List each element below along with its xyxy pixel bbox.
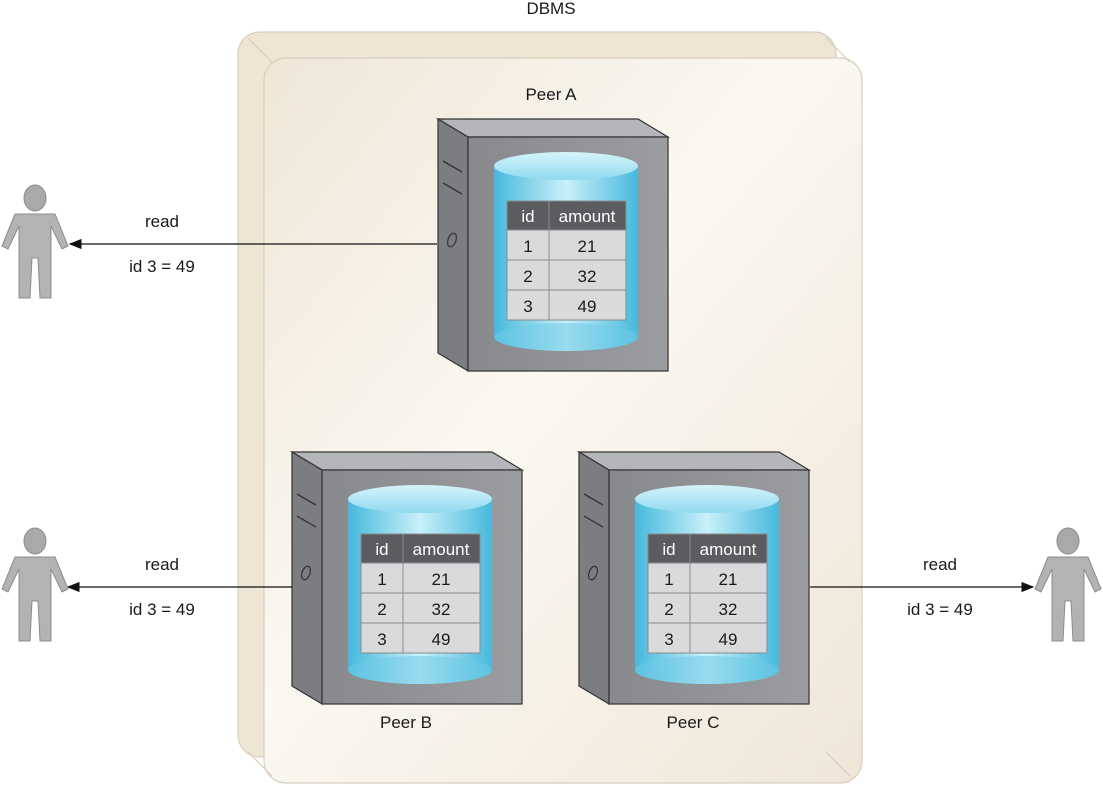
data-table: id amount 1 21 2 32 3 49 bbox=[360, 533, 481, 654]
read-label-c: read bbox=[923, 555, 957, 574]
table-cell: 3 bbox=[664, 630, 673, 649]
read-label-a: read bbox=[145, 212, 179, 231]
peer-a-label: Peer A bbox=[525, 85, 577, 104]
table-cell: 32 bbox=[578, 267, 597, 286]
table-cell: 49 bbox=[719, 630, 738, 649]
table-cell: 3 bbox=[523, 297, 532, 316]
table-header-id: id bbox=[375, 540, 388, 559]
table-header-amount: amount bbox=[700, 540, 757, 559]
table-cell: 2 bbox=[664, 600, 673, 619]
table-cell: 1 bbox=[664, 570, 673, 589]
table-cell: 21 bbox=[578, 237, 597, 256]
table-cell: 32 bbox=[432, 600, 451, 619]
peer-b-server: id amount 1 21 2 32 3 49 bbox=[289, 450, 525, 706]
table-cell: 21 bbox=[719, 570, 738, 589]
table-header-amount: amount bbox=[413, 540, 470, 559]
table-header-id: id bbox=[662, 540, 675, 559]
read-result-b: id 3 = 49 bbox=[129, 600, 195, 619]
user-icon bbox=[1034, 527, 1102, 642]
table-header-amount: amount bbox=[559, 207, 616, 226]
read-label-b: read bbox=[145, 555, 179, 574]
peer-c-label: Peer C bbox=[667, 713, 720, 732]
read-result-c: id 3 = 49 bbox=[907, 600, 973, 619]
peer-b-label: Peer B bbox=[380, 713, 432, 732]
dbms-title: DBMS bbox=[526, 0, 575, 18]
table-cell: 3 bbox=[377, 630, 386, 649]
read-result-a: id 3 = 49 bbox=[129, 257, 195, 276]
table-cell: 1 bbox=[377, 570, 386, 589]
table-cell: 49 bbox=[578, 297, 597, 316]
data-table: id amount 1 21 2 32 3 49 bbox=[506, 200, 627, 321]
table-cell: 2 bbox=[377, 600, 386, 619]
table-cell: 49 bbox=[432, 630, 451, 649]
table-cell: 21 bbox=[432, 570, 451, 589]
table-cell: 2 bbox=[523, 267, 532, 286]
peer-a-server: id amount 1 21 2 32 3 49 bbox=[435, 117, 671, 373]
table-cell: 32 bbox=[719, 600, 738, 619]
table-cell: 1 bbox=[523, 237, 532, 256]
peer-c-server: id amount 1 21 2 32 3 49 bbox=[576, 450, 812, 706]
user-icon bbox=[1, 184, 69, 299]
data-table: id amount 1 21 2 32 3 49 bbox=[647, 533, 768, 654]
user-icon bbox=[1, 527, 69, 642]
table-header-id: id bbox=[521, 207, 534, 226]
